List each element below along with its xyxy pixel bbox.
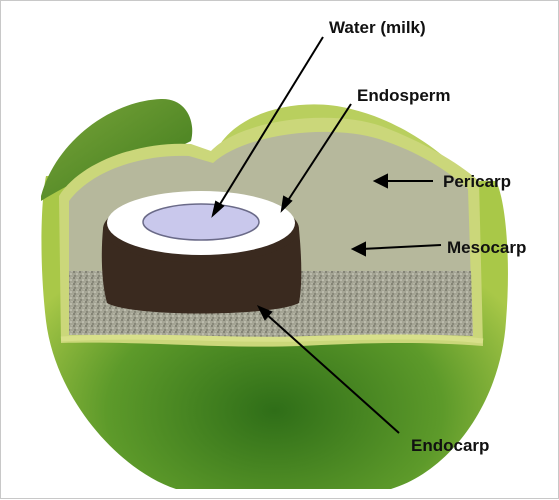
label-endocarp: Endocarp (411, 436, 489, 455)
water-cavity (143, 204, 259, 240)
label-endosperm: Endosperm (357, 86, 451, 105)
label-water: Water (milk) (329, 18, 426, 37)
label-mesocarp: Mesocarp (447, 238, 526, 257)
label-pericarp: Pericarp (443, 172, 511, 191)
